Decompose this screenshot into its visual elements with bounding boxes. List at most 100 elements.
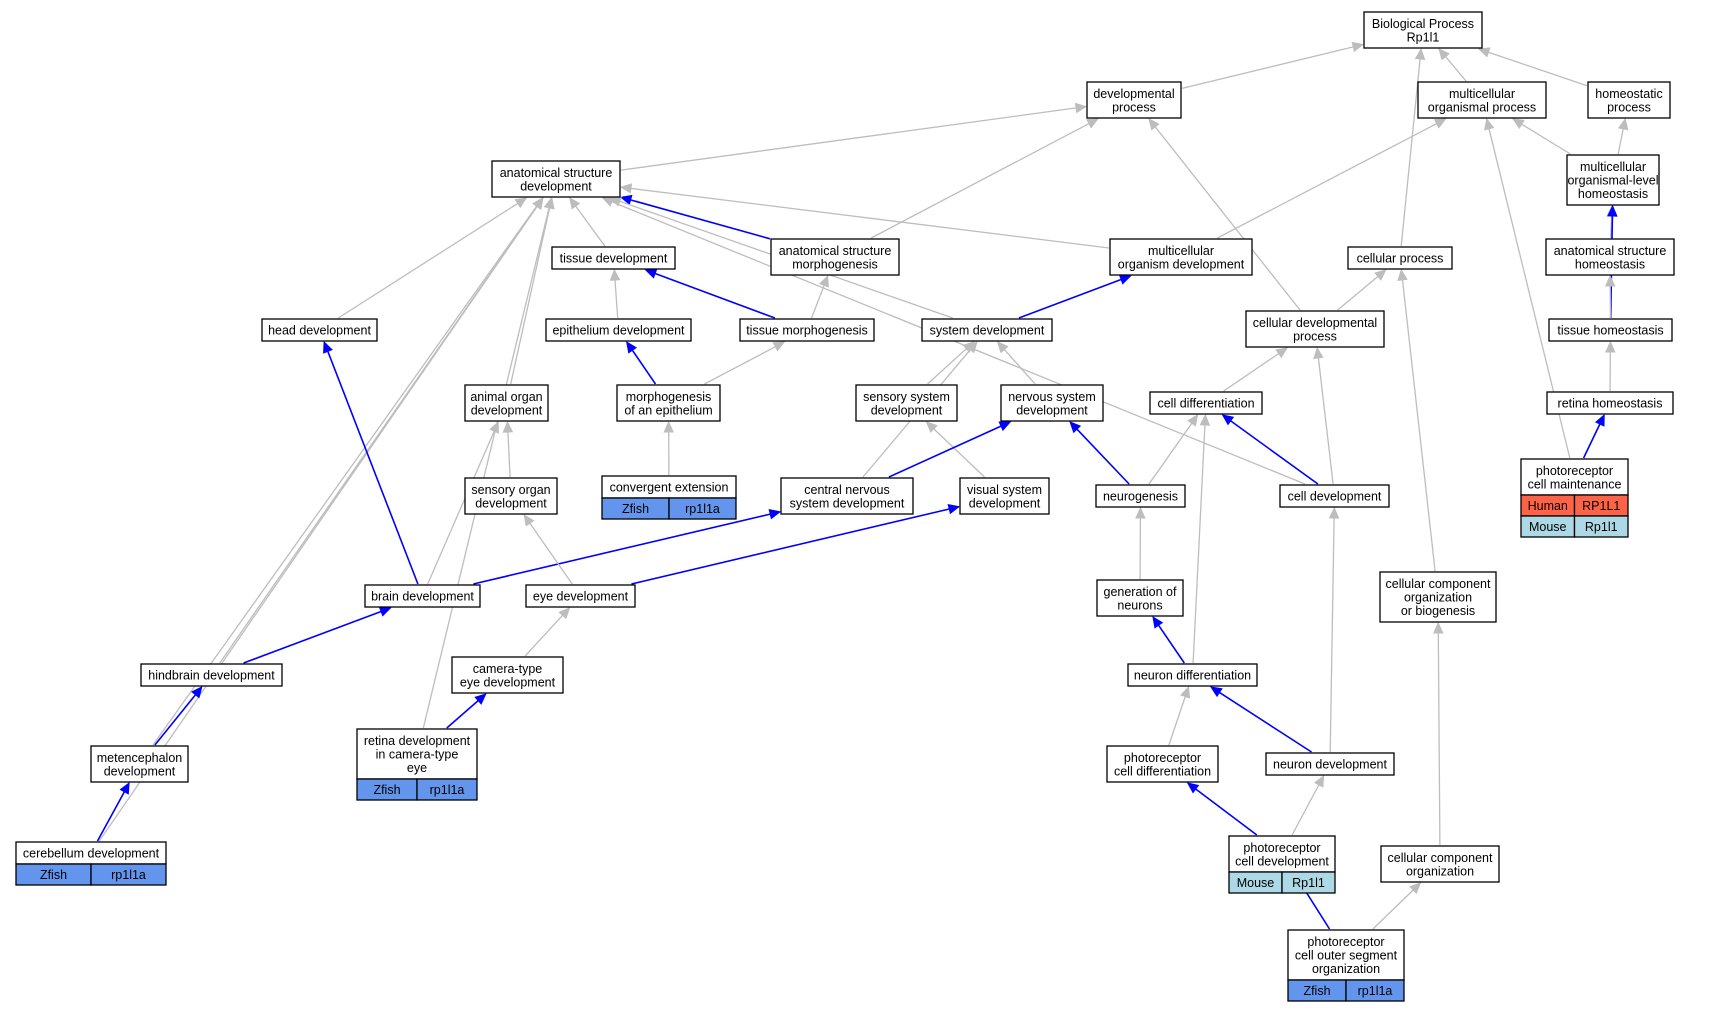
node-box [739,318,875,342]
edge-eyed-to-sod [523,514,573,585]
gene-label: Rp1l1 [1292,876,1325,890]
edge-arrowhead [768,509,782,520]
edge-line [631,349,657,385]
node-label: organization [1404,591,1472,605]
node-label: of an epithelium [624,403,712,417]
node-box [1546,391,1674,415]
edge-line [630,187,1110,249]
edge-line [473,513,771,585]
edge-nd-to-cdiff [1192,413,1211,664]
go-term-node-nd[interactable]: neuron differentiation [1127,663,1258,687]
node-label: animal organ [470,390,542,404]
node-box [1379,571,1497,623]
edge-arrowhead [543,196,555,210]
node-box [1095,484,1186,508]
node-label: organization [1406,864,1474,878]
edge-mod-to-mop [1217,118,1447,239]
edge-line [524,614,564,657]
node-box [491,160,621,198]
edge-line [870,123,1090,239]
node-label: neuron differentiation [1134,669,1251,683]
go-term-node-bd[interactable]: brain development [364,584,481,608]
go-term-node-rh[interactable]: retina homeostasis [1546,391,1674,415]
edge-ng-to-cdiff [1148,414,1199,485]
go-term-node-celldev[interactable]: cell development [1279,484,1390,508]
go-term-node-hd[interactable]: head development [261,318,378,342]
edge-arrowhead [1186,782,1200,794]
edge-pcdev-to-pcd [1186,782,1258,836]
edge-line [337,202,519,319]
node-label: development [471,403,543,417]
edge-arrowhead [1484,117,1495,131]
node-label: tissue morphogenesis [746,324,868,338]
node-label: retina homeostasis [1558,397,1663,411]
node-label: anatomical structure [500,166,613,180]
node-label: system development [930,324,1045,338]
node-label: process [1293,329,1337,343]
edge-arrowhead [514,197,528,209]
edge-line [1488,51,1588,87]
go-term-node-sd[interactable]: system development [921,318,1053,342]
gene-cell [90,863,167,886]
go-term-node-tm[interactable]: tissue morphogenesis [739,318,875,342]
edge-sod-to-aod [502,420,514,478]
edge-arrowhead [601,197,615,207]
edge-line [507,431,511,478]
go-term-node-cp[interactable]: cellular process [1347,246,1453,270]
gene-cell [1345,979,1405,1002]
edge-bd-to-hd [323,340,419,585]
edge-eyed-to-vsd [631,503,961,585]
edge-line [927,348,967,385]
edge-line [1329,517,1335,753]
go-term-node-cdiff[interactable]: cell differentiation [1149,391,1263,415]
go-term-node-eyed[interactable]: eye development [525,584,636,608]
node-label: homeostasis [1575,257,1645,271]
edge-ssd-to-sd [927,341,975,385]
edge-line [327,351,419,585]
node-label: hindbrain development [148,669,275,683]
species-label: Zfish [1303,984,1330,998]
go-term-node-ng[interactable]: neurogenesis [1095,484,1186,508]
edge-line [1445,56,1467,82]
go-term-node-th[interactable]: tissue homeostasis [1548,318,1673,342]
go-term-node-ndev[interactable]: neuron development [1265,752,1395,776]
edge-ccob-to-cp [1397,268,1436,572]
edge-td-to-asd [569,197,606,247]
node-box [780,477,914,515]
edge-line [1230,420,1319,485]
go-term-node-hbd[interactable]: hindbrain development [140,663,283,687]
go-term-node-ed[interactable]: epithelium development [545,318,692,342]
node-box [140,663,283,687]
go-term-node-td[interactable]: tissue development [551,246,676,270]
